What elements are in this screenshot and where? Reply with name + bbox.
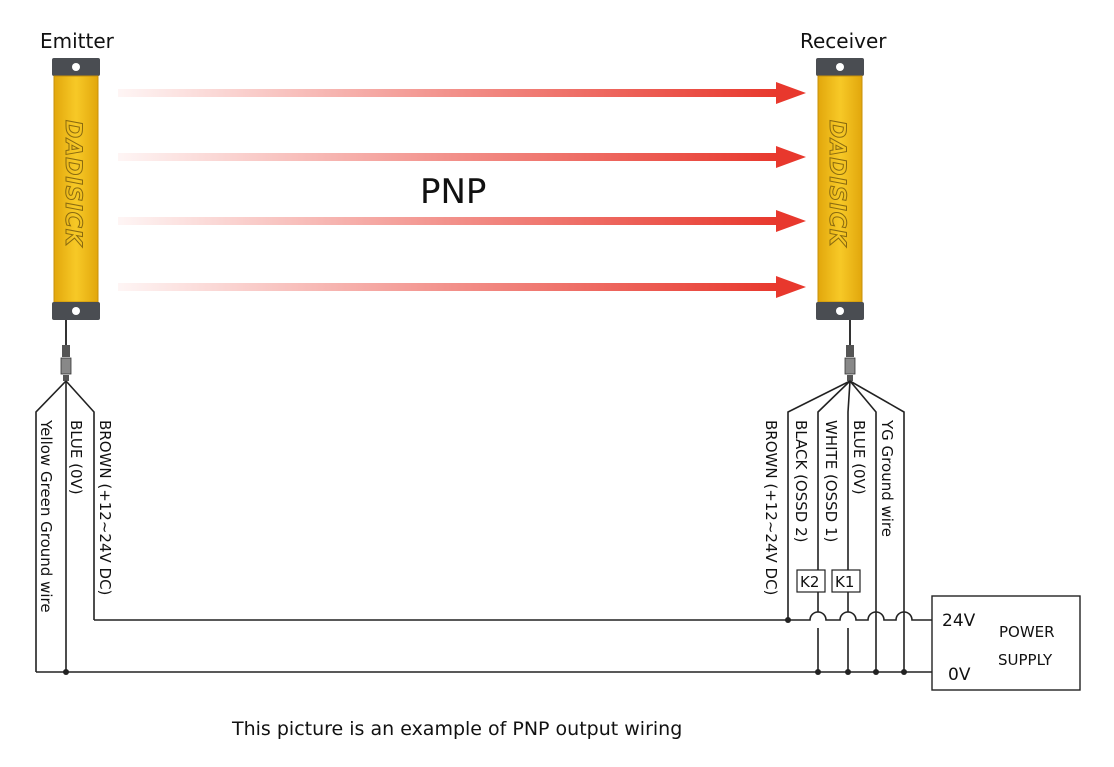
bus-lines — [36, 595, 932, 673]
power-supply-line1: POWER — [999, 623, 1055, 641]
relay-k2-label: K2 — [800, 573, 819, 591]
power-supply: 24V 0V POWER SUPPLY — [931, 595, 1081, 691]
relay-k2: K2 — [796, 569, 826, 593]
power-supply-line2: SUPPLY — [998, 651, 1053, 669]
receiver-wire-label-black: BLACK (OSSD 2) — [792, 420, 810, 542]
power-24v-label: 24V — [942, 611, 976, 631]
output-type-label: PNP — [420, 172, 486, 212]
receiver-brand-logo: DADISICK — [824, 120, 849, 248]
relay-k1-label: K1 — [835, 573, 854, 591]
emitter-wire-label-blue: BLUE (0V) — [67, 420, 85, 495]
receiver-wire-label-yg: YG Ground wire — [878, 419, 896, 537]
emitter-unit: DADISICK — [52, 58, 100, 381]
caption: This picture is an example of PNP output… — [231, 718, 682, 740]
junction-dots — [63, 617, 907, 675]
receiver-wire-label-blue: BLUE (0V) — [850, 420, 868, 495]
beam-arrow — [118, 210, 806, 232]
receiver-label: Receiver — [800, 29, 887, 53]
light-beams — [118, 82, 806, 298]
power-0v-label: 0V — [948, 665, 971, 685]
emitter-label: Emitter — [40, 29, 115, 53]
emitter-wire-label-yg: Yellow Green Ground wire — [37, 419, 55, 613]
receiver-wire-label-white: WHITE (OSSD 1) — [822, 420, 840, 542]
relay-k1: K1 — [831, 569, 861, 593]
beam-arrow — [118, 146, 806, 168]
beam-arrow — [118, 276, 806, 298]
emitter-wire-label-brown: BROWN (+12~24V DC) — [96, 420, 114, 595]
emitter-wiring — [35, 380, 95, 672]
receiver-unit: DADISICK — [816, 58, 864, 381]
beam-arrow — [118, 82, 806, 104]
emitter-brand-logo: DADISICK — [60, 120, 85, 248]
receiver-wire-label-brown: BROWN (+12~24V DC) — [762, 420, 780, 595]
receiver-wiring — [787, 380, 905, 620]
